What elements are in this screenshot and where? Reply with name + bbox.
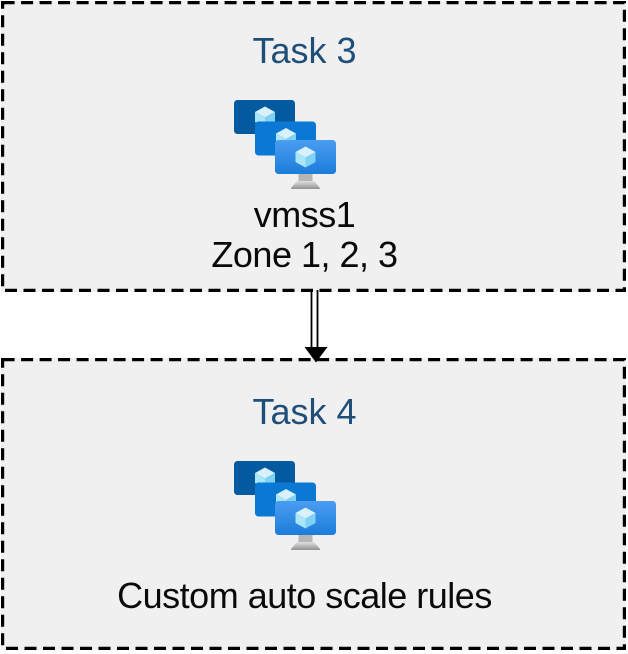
down-arrow-connector [304,290,328,363]
task4-box: Task 4 Custom auto scale rules [1,358,626,650]
task3-box: Task 3 vmss1 Zone 1, 2, 3 [1,1,626,292]
caption-line-autoscale: Custom auto scale rules [117,575,492,616]
caption-line-vmss-name: vmss1 [253,194,356,235]
vm-scale-sets-icon [234,100,336,190]
vm-scale-sets-icon [234,461,336,551]
task4-title: Task 4 [252,391,357,432]
task3-title: Task 3 [252,30,357,71]
task4-caption: Custom auto scale rules [0,576,617,616]
task3-caption: vmss1 Zone 1, 2, 3 [0,195,617,275]
caption-line-zones: Zone 1, 2, 3 [211,234,398,275]
